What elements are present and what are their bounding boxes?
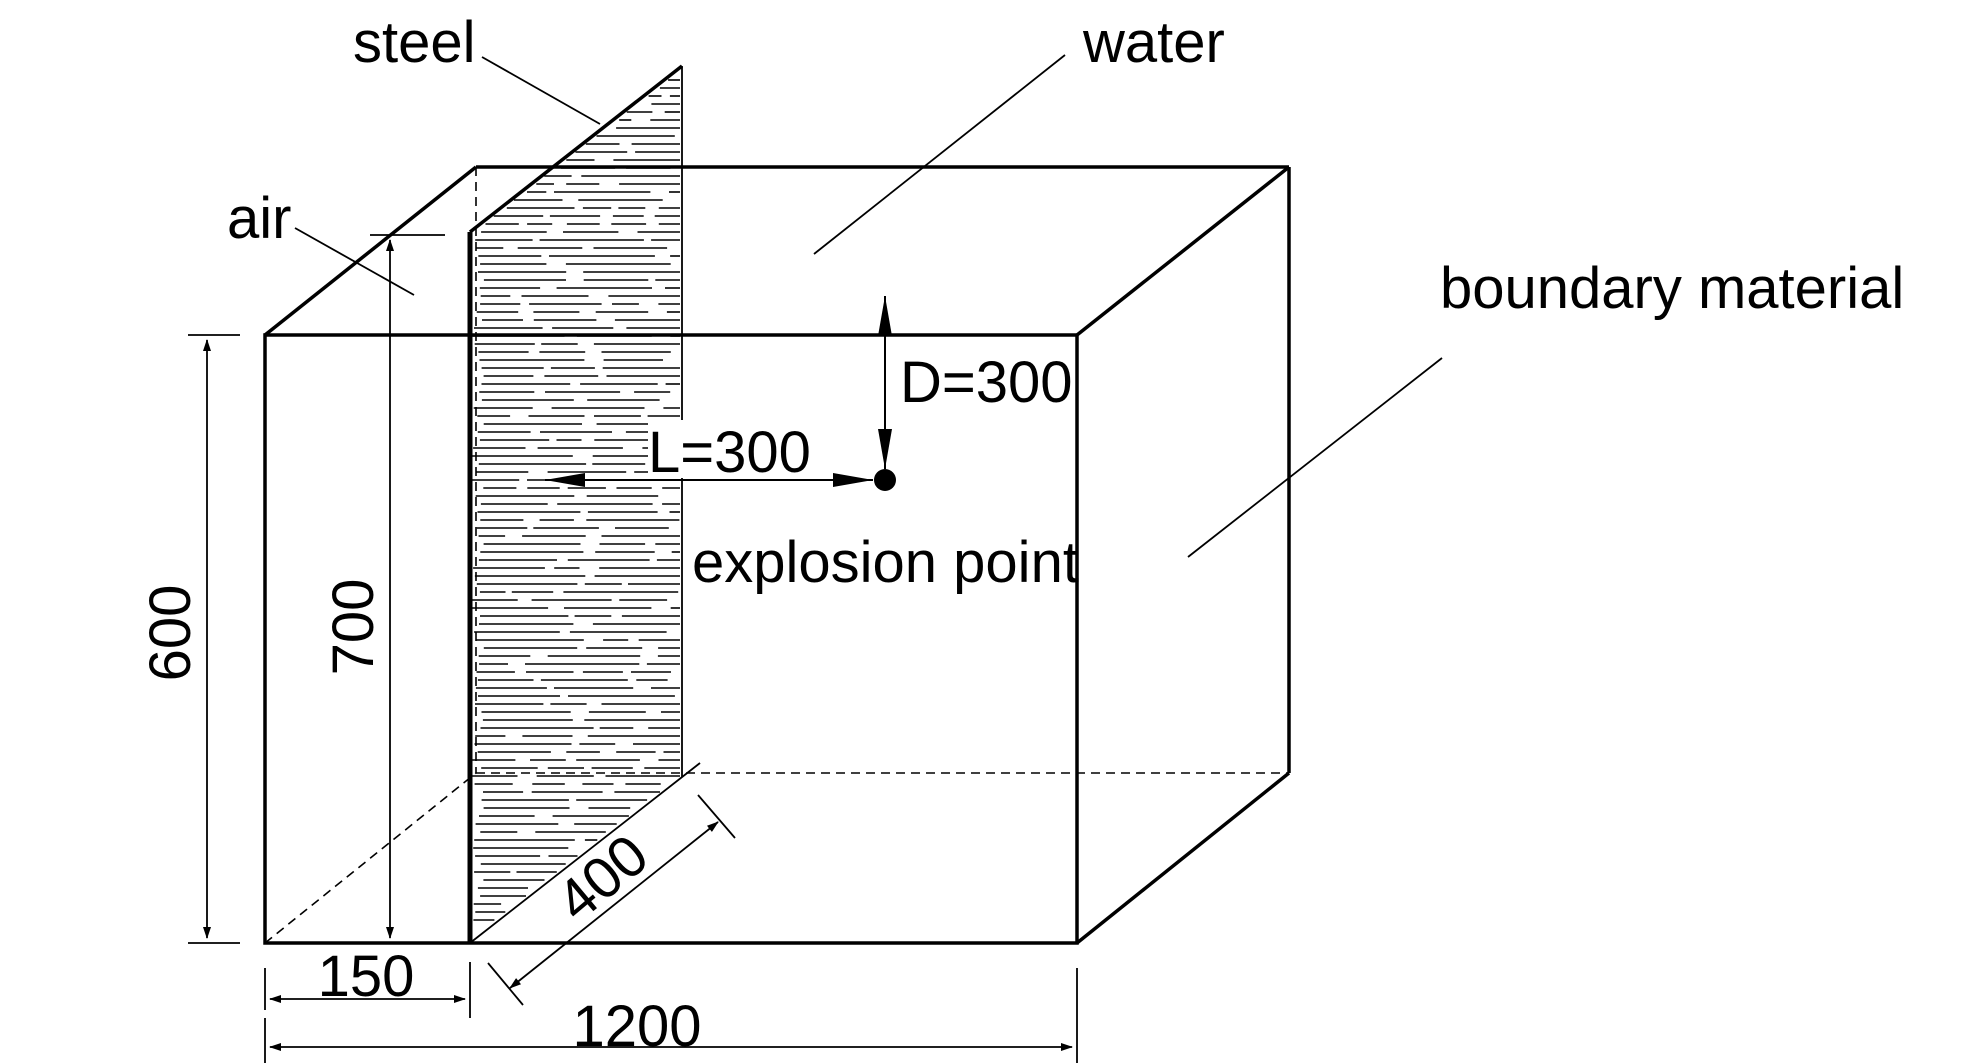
dimension-depth-box xyxy=(487,794,736,1006)
dimension-width-air-label: 150 xyxy=(318,944,415,1009)
leader-air xyxy=(294,227,415,296)
dimension-width-total-label: 1200 xyxy=(572,994,701,1059)
dimension-height-box-label: 600 xyxy=(138,585,203,682)
dimension-width-air xyxy=(264,962,471,1018)
steel-plate xyxy=(467,64,701,944)
label-depth: D=300 xyxy=(900,350,1073,415)
label-lateral-bg xyxy=(648,420,808,478)
label-water: water xyxy=(1082,10,1225,75)
explosion-point-marker xyxy=(545,296,896,491)
leader-boundary xyxy=(1187,357,1443,558)
label-lateral: L=300 xyxy=(648,420,811,485)
leader-steel xyxy=(481,56,601,125)
label-air: air xyxy=(227,186,291,251)
dimension-height-plate xyxy=(370,234,445,939)
label-explosion-point: explosion point xyxy=(692,530,1079,595)
dimension-width-total xyxy=(264,968,1078,1063)
leader-lines xyxy=(294,54,1443,558)
box-outline xyxy=(263,165,1291,945)
label-steel: steel xyxy=(353,10,476,75)
leader-water xyxy=(813,54,1066,255)
label-boundary-material: boundary material xyxy=(1440,256,1904,321)
dimension-height-plate-label: 700 xyxy=(321,579,386,676)
dimension-height-box xyxy=(188,334,240,944)
